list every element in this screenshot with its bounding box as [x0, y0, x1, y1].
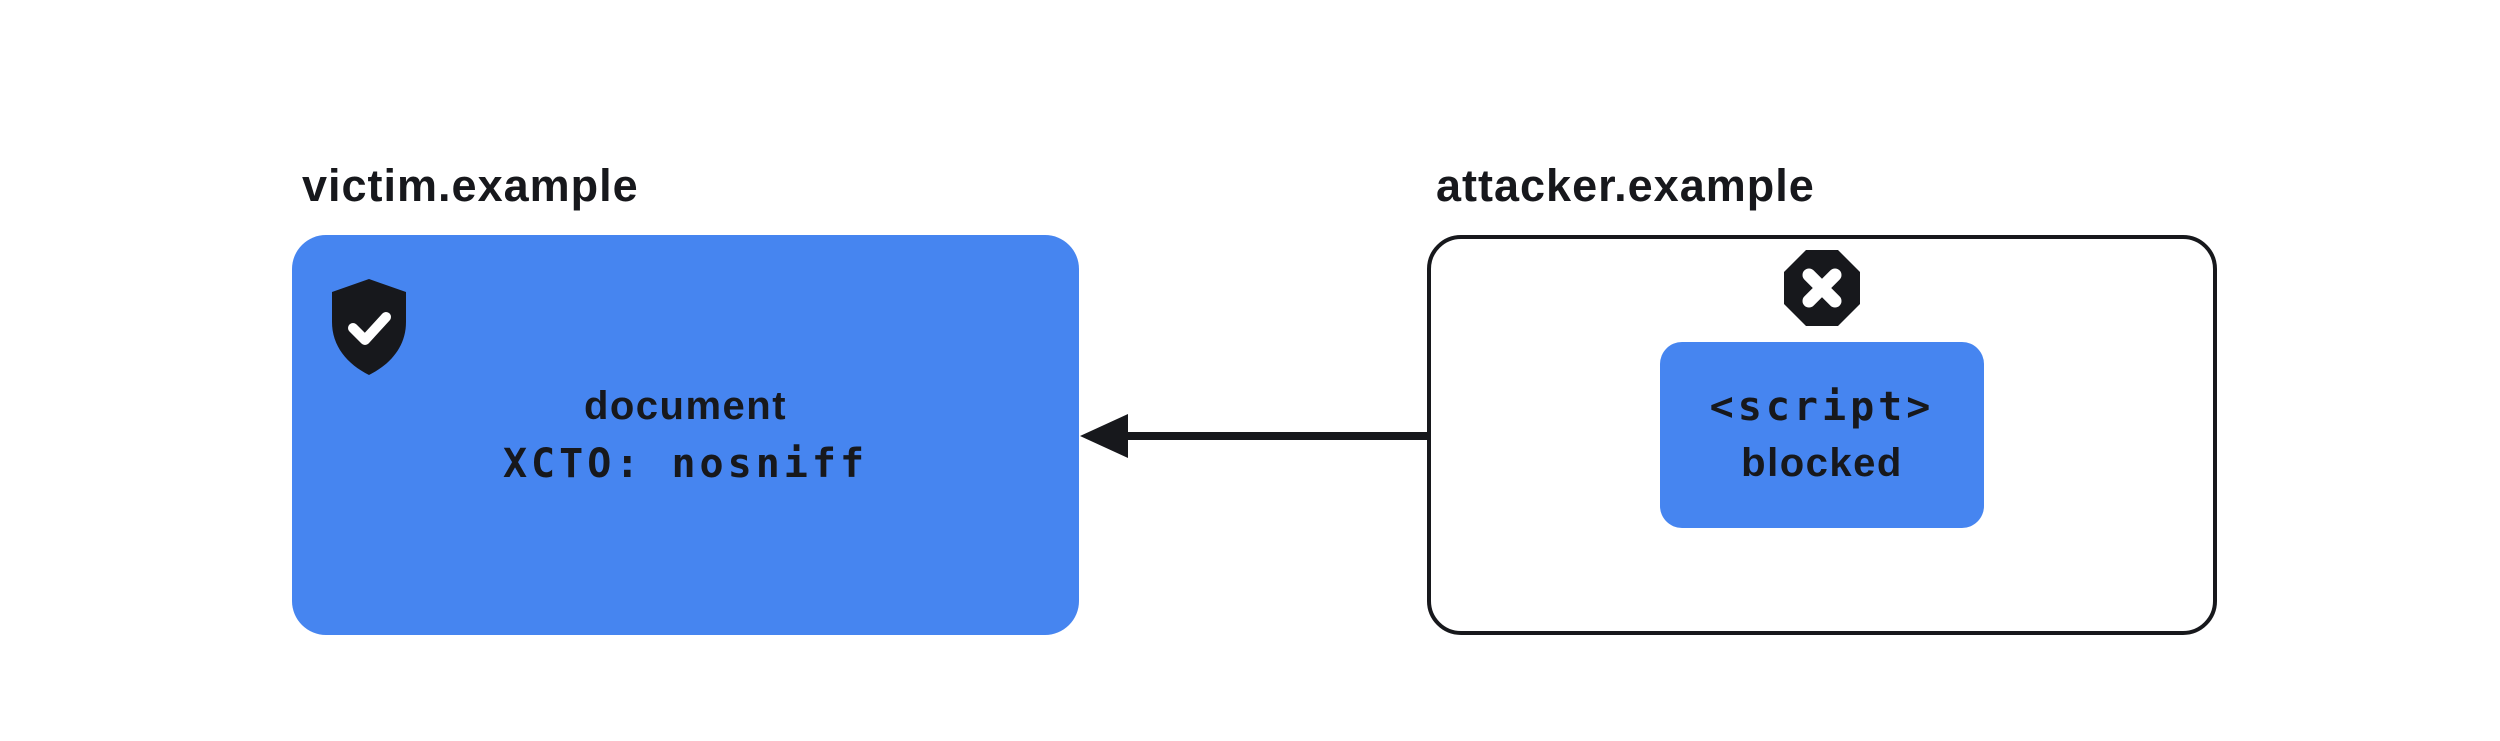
victim-domain-label: victim.example — [302, 160, 639, 211]
request-arrow-shaft — [1124, 432, 1660, 440]
attacker-page-box: <script> blocked — [1427, 235, 2217, 635]
victim-box-line1: document — [583, 384, 788, 428]
attacker-domain-label: attacker.example — [1436, 160, 1815, 211]
victim-document-box: document XCTO: nosniff — [292, 235, 1079, 635]
script-box-line2: blocked — [1741, 441, 1903, 485]
octagon-x-icon — [1784, 250, 1860, 326]
blocked-script-box: <script> blocked — [1660, 342, 1984, 528]
shield-check-icon — [332, 279, 406, 375]
request-arrow-head — [1080, 414, 1128, 458]
victim-box-line2: XCTO: nosniff — [502, 441, 869, 487]
script-box-line1: <script> — [1709, 384, 1935, 430]
